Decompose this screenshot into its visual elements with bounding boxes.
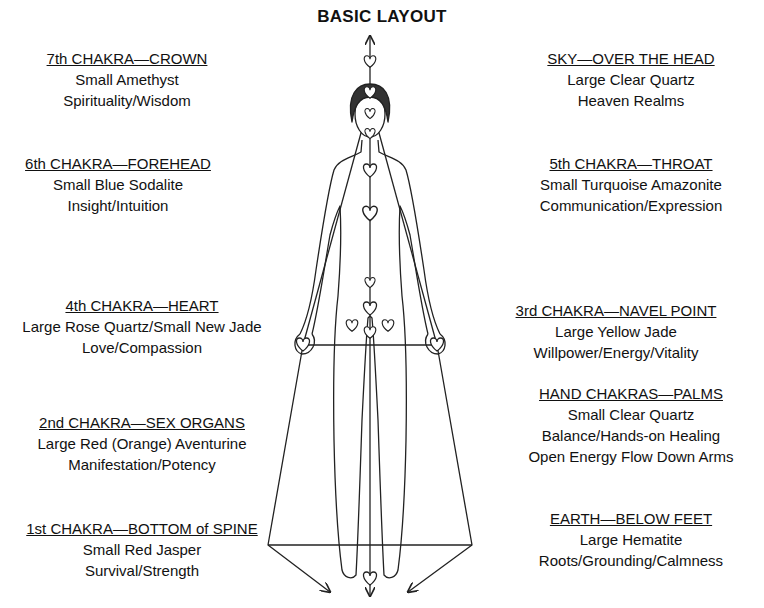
chakra-note: Small Clear Quartz: [568, 406, 695, 424]
chakra-note: Small Red Jasper: [83, 541, 201, 559]
chakra-heading: 4th CHAKRA—HEART: [65, 297, 218, 315]
chakra-note: Communication/Expression: [540, 197, 723, 215]
chakra-note: Survival/Strength: [85, 562, 199, 580]
chakra-heading: 7th CHAKRA—CROWN: [47, 50, 208, 68]
chakra-note: Large Clear Quartz: [567, 71, 695, 89]
chakra-note: Small Amethyst: [75, 71, 178, 89]
chakra-note: Large Hematite: [580, 531, 683, 549]
chakra-note: Love/Compassion: [82, 339, 202, 357]
chakra-heading: 3rd CHAKRA—NAVEL POINT: [516, 302, 717, 320]
chakra-note: Large Red (Orange) Aventurine: [37, 435, 246, 453]
chakra-note: Roots/Grounding/Calmness: [539, 552, 723, 570]
chakra-heading: 1st CHAKRA—BOTTOM of SPINE: [26, 520, 257, 538]
chakra-note: Large Yellow Jade: [555, 323, 677, 341]
chakra-note: Balance/Hands-on Healing: [542, 427, 720, 445]
chakra-note: Small Blue Sodalite: [53, 176, 183, 194]
chakra-heading: EARTH—BELOW FEET: [550, 510, 712, 528]
diagram-title: BASIC LAYOUT: [0, 7, 764, 27]
chakra-heading: HAND CHAKRAS—PALMS: [539, 385, 723, 403]
chakra-note: Large Rose Quartz/Small New Jade: [22, 318, 261, 336]
chakra-heading: 6th CHAKRA—FOREHEAD: [25, 155, 211, 173]
chakra-note: Spirituality/Wisdom: [63, 92, 191, 110]
chakra-note: Open Energy Flow Down Arms: [528, 448, 733, 466]
chakra-note: Manifestation/Potency: [68, 456, 216, 474]
chakra-heading: 5th CHAKRA—THROAT: [549, 155, 712, 173]
chakra-heading: SKY—OVER THE HEAD: [547, 50, 714, 68]
chakra-note: Small Turquoise Amazonite: [540, 176, 722, 194]
chakra-heading: 2nd CHAKRA—SEX ORGANS: [39, 414, 245, 432]
chakra-note: Willpower/Energy/Vitality: [534, 344, 699, 362]
chakra-note: Insight/Intuition: [68, 197, 169, 215]
chakra-note: Heaven Realms: [578, 92, 685, 110]
